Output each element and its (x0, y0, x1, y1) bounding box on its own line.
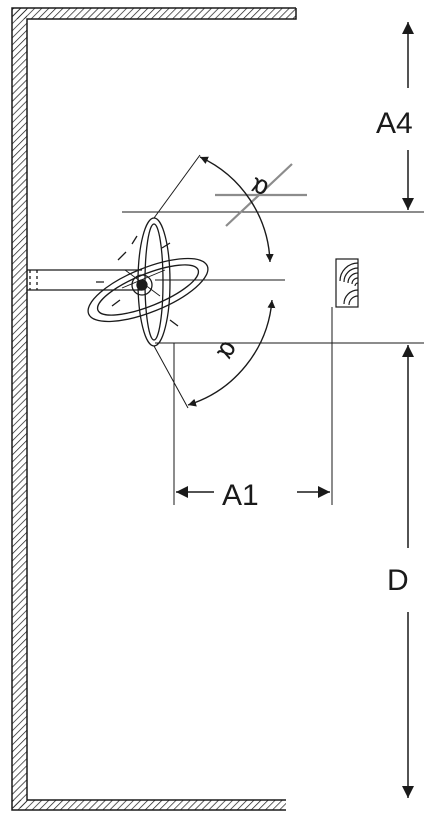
angle-arcs (187, 156, 276, 407)
extension-lines (122, 154, 424, 505)
tilted-disc (87, 257, 209, 323)
label-a4: A4 (376, 107, 413, 140)
label-alpha-top: α (246, 170, 272, 204)
label-alpha-bottom: α (210, 335, 245, 365)
tool-assembly (87, 217, 209, 347)
label-d: D (387, 564, 409, 597)
mounting-arm (27, 269, 142, 291)
label-a1: A1 (222, 479, 259, 512)
wall (11, 7, 297, 811)
workpiece (335, 258, 359, 308)
